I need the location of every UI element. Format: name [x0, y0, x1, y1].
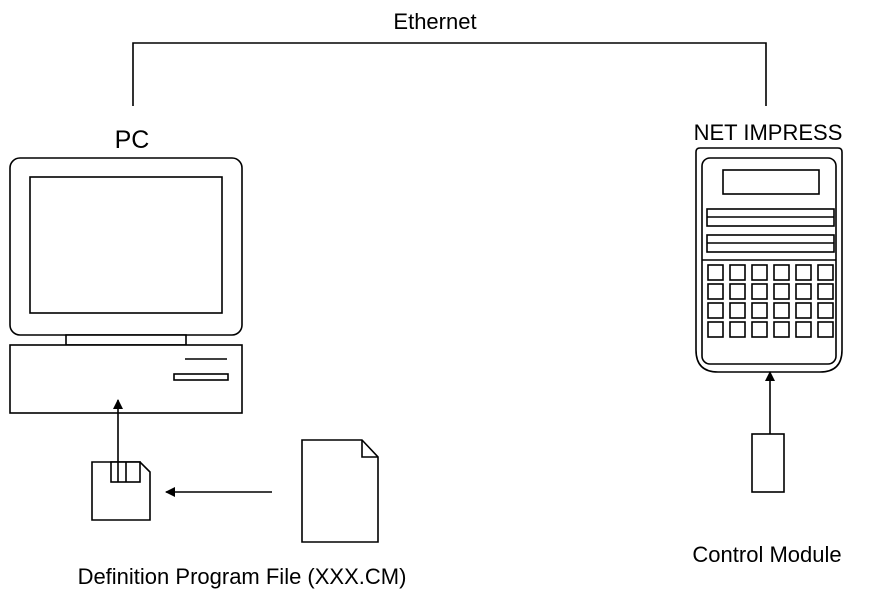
- net-impress-key: [707, 283, 724, 300]
- net-impress-key: [795, 283, 812, 300]
- document-file-icon: [301, 439, 379, 543]
- net-impress-key: [795, 321, 812, 338]
- net-impress-device-icon: [695, 147, 843, 373]
- net-impress-key: [729, 302, 746, 319]
- net-impress-key: [707, 321, 724, 338]
- definition-file-label: Definition Program File (XXX.CM): [78, 564, 407, 589]
- ethernet-connection-line: [132, 42, 767, 106]
- net-impress-key: [729, 283, 746, 300]
- floppy-disk-icon: [91, 461, 151, 521]
- net-impress-key: [817, 264, 834, 281]
- net-impress-key: [751, 302, 768, 319]
- net-impress-display: [722, 169, 820, 195]
- net-impress-key: [707, 264, 724, 281]
- net-impress-key: [751, 283, 768, 300]
- net-impress-label: NET IMPRESS: [694, 120, 843, 145]
- net-impress-key: [817, 283, 834, 300]
- net-impress-key: [795, 264, 812, 281]
- pc-label: PC: [115, 126, 150, 154]
- net-impress-key: [817, 302, 834, 319]
- net-impress-key: [751, 321, 768, 338]
- document-file-page: [301, 439, 379, 543]
- net-impress-key: [729, 264, 746, 281]
- control-module-label: Control Module: [692, 542, 841, 567]
- ethernet-label: Ethernet: [393, 9, 476, 34]
- net-impress-key: [751, 264, 768, 281]
- net-impress-key: [773, 264, 790, 281]
- net-impress-keypad: [707, 264, 834, 338]
- net-impress-key: [707, 302, 724, 319]
- control-module-icon: [751, 433, 785, 493]
- net-impress-key: [773, 321, 790, 338]
- pc-monitor-stand: [65, 334, 187, 346]
- net-impress-key: [773, 302, 790, 319]
- net-impress-key: [729, 321, 746, 338]
- net-impress-key: [773, 283, 790, 300]
- pc-computer-icon: [9, 157, 243, 414]
- pc-monitor-screen: [29, 176, 223, 314]
- net-impress-key: [817, 321, 834, 338]
- net-impress-key: [795, 302, 812, 319]
- pc-drive-slot: [173, 373, 229, 381]
- document-file-corner-fold: [361, 440, 378, 458]
